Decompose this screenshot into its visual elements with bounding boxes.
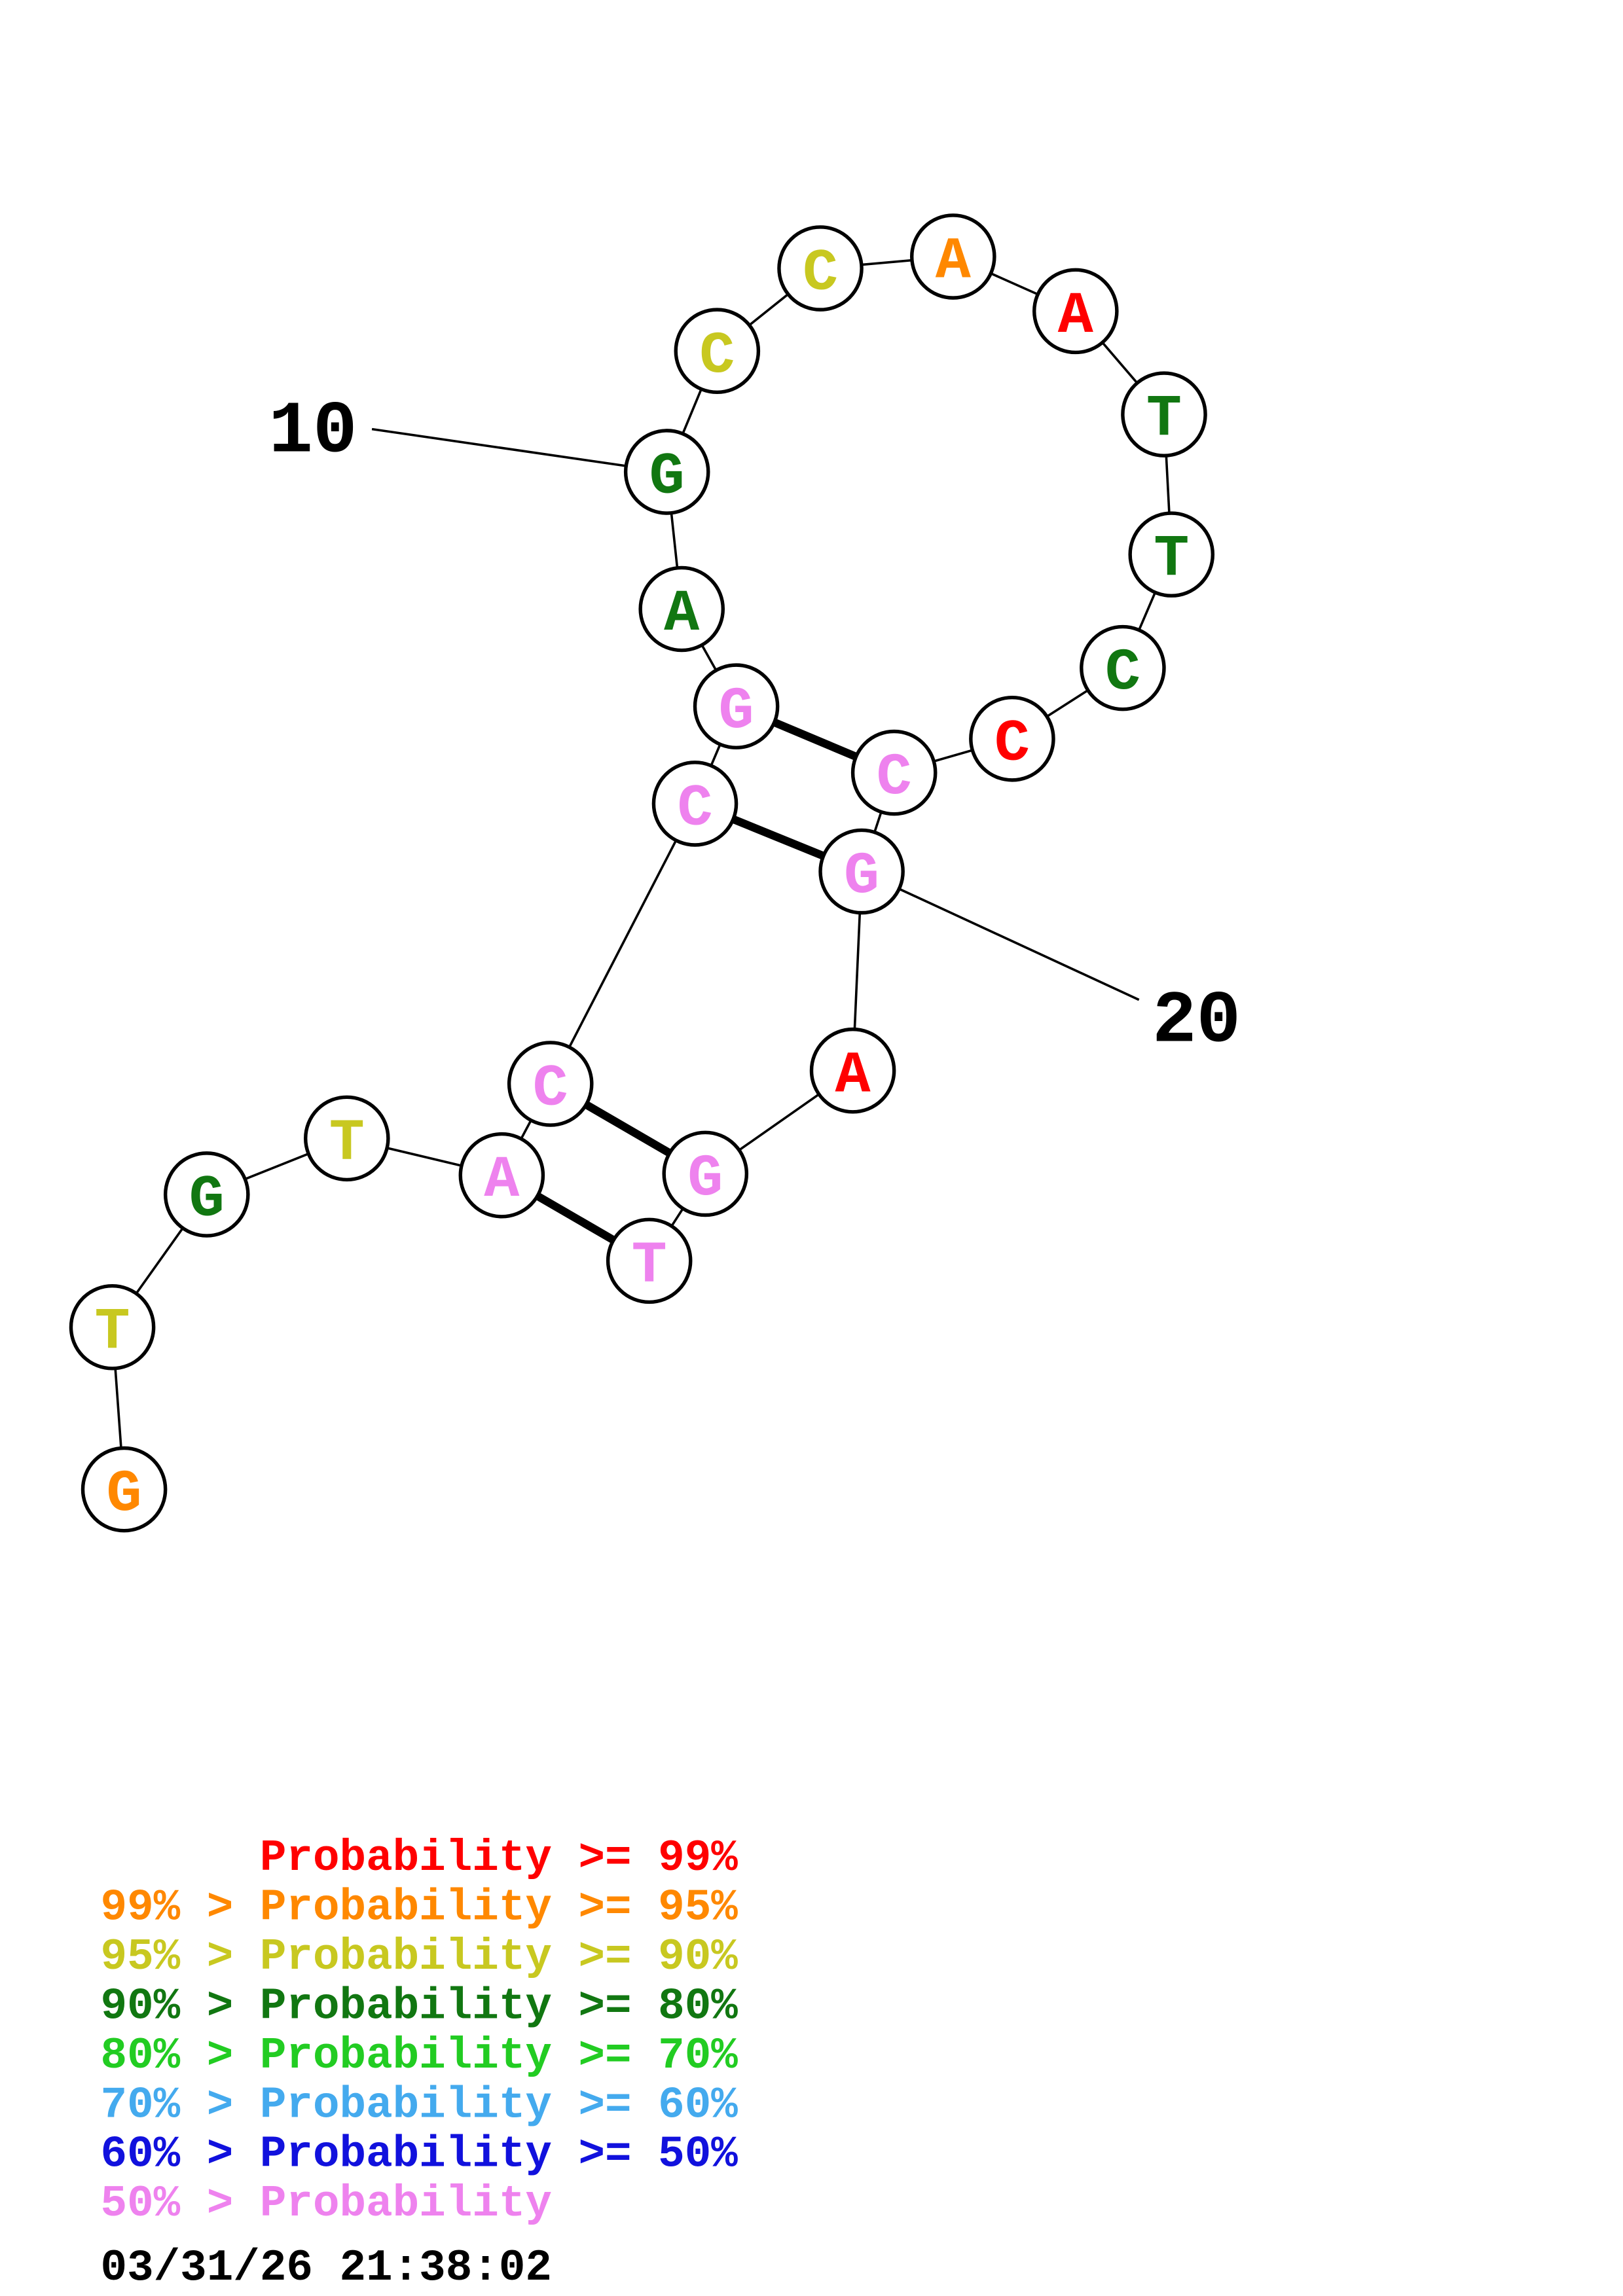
legend-row: 90% > Probability >= 80%: [101, 1982, 739, 2032]
nucleotide-base: C: [877, 745, 912, 812]
nucleotide: C: [1080, 624, 1166, 711]
nucleotide-circle: [969, 695, 1055, 782]
label-leader-line: [861, 870, 1140, 1001]
nucleotide-base: C: [994, 711, 1030, 778]
nucleotide: A: [910, 213, 996, 300]
nucleotide-circle: [1128, 511, 1215, 598]
nucleotide-base: C: [533, 1056, 568, 1123]
legend-row: 70% > Probability >= 60%: [101, 2081, 739, 2130]
nucleotide-circle: [662, 1130, 749, 1217]
timestamp: 03/31/26 21:38:02: [101, 2244, 552, 2293]
nucleotide: G: [623, 429, 710, 515]
nucleotide-base: A: [936, 229, 972, 296]
nucleotide-base: A: [484, 1147, 520, 1214]
nucleotide: T: [1121, 371, 1207, 457]
nucleotide-base: G: [687, 1146, 723, 1213]
nucleotide: T: [1128, 511, 1215, 598]
legend-row: Probability >= 99%: [260, 1834, 738, 1884]
nucleotide: T: [606, 1217, 693, 1304]
nucleotide: G: [662, 1130, 749, 1217]
nucleotide: T: [69, 1283, 156, 1371]
nucleotide-circle: [81, 1446, 168, 1533]
nucleotide: C: [969, 695, 1055, 782]
nucleotide-base: G: [189, 1167, 225, 1234]
nucleotide: A: [638, 565, 725, 653]
nucleotide-base: G: [649, 444, 685, 511]
legend-rows: Probability >= 99%99% > Probability >= 9…: [101, 1834, 739, 2229]
nucleotide: A: [458, 1132, 545, 1219]
nucleotide: C: [651, 761, 739, 847]
nucleotide-base: T: [1154, 527, 1189, 594]
nucleotide: A: [1032, 268, 1119, 355]
nucleotide-base: A: [664, 581, 700, 648]
leader-lines: [371, 427, 1140, 1001]
nucleotide-base: G: [719, 679, 754, 745]
backbone-segment: [549, 803, 697, 1085]
nucleotide-circle: [910, 213, 996, 300]
legend-row: 60% > Probability >= 50%: [101, 2130, 739, 2180]
nucleotide-circle: [638, 565, 725, 653]
nucleotide: G: [163, 1151, 250, 1238]
nucleotide-circle: [163, 1151, 250, 1238]
legend-row: 50% > Probability: [101, 2179, 552, 2229]
nucleotide: C: [850, 729, 938, 816]
nucleotide: G: [693, 663, 780, 750]
nucleotide-base: A: [1058, 283, 1094, 350]
legend-row: 95% > Probability >= 90%: [101, 1933, 739, 1982]
nucleotide: C: [507, 1041, 594, 1127]
nucleotide: A: [809, 1027, 896, 1114]
nucleotide: T: [303, 1095, 390, 1182]
nucleotide-base: T: [329, 1111, 365, 1177]
nucleotide-circle: [809, 1027, 896, 1114]
nucleotide-circle: [303, 1095, 390, 1182]
nucleotide-circle: [1121, 371, 1207, 457]
index-labels: 10 20: [268, 389, 1241, 1063]
nucleotide-circle: [777, 225, 864, 312]
nucleotide-base: A: [835, 1043, 871, 1109]
nucleotide-base: T: [632, 1233, 667, 1300]
nucleotide-circle: [818, 828, 905, 915]
nucleotide-base: T: [1146, 387, 1182, 454]
nucleotide-circle: [69, 1283, 156, 1371]
nucleotide-base: C: [1105, 640, 1140, 707]
label-leader-line: [371, 427, 667, 473]
nucleotide-circle: [1080, 624, 1166, 711]
nucleotide: G: [818, 828, 905, 915]
nucleotide: C: [674, 308, 761, 395]
nucleotide-circle: [507, 1041, 594, 1127]
nucleotide-circle: [693, 663, 780, 750]
nucleotide-base: C: [803, 241, 838, 308]
nucleotide-circle: [850, 729, 938, 816]
nucleotide: G: [81, 1446, 168, 1533]
nucleotide-circle: [606, 1217, 693, 1304]
nucleotide-circle: [623, 429, 710, 515]
nucleotide-base: C: [677, 776, 712, 842]
nucleotide-base: T: [95, 1299, 130, 1366]
nucleotide-circle: [651, 761, 739, 847]
legend-row: 99% > Probability >= 95%: [101, 1883, 739, 1933]
nucleotide-base: G: [107, 1462, 142, 1528]
index-label: 10: [268, 389, 357, 473]
nucleotide: C: [777, 225, 864, 312]
nucleotide-circle: [674, 308, 761, 395]
nucleotide-base: C: [699, 323, 735, 390]
nucleotide-base: G: [844, 844, 879, 910]
nucleotide-circle: [1032, 268, 1119, 355]
legend-row: 80% > Probability >= 70%: [101, 2032, 739, 2081]
index-label: 20: [1152, 980, 1241, 1064]
nucleotide-circle: [458, 1132, 545, 1219]
